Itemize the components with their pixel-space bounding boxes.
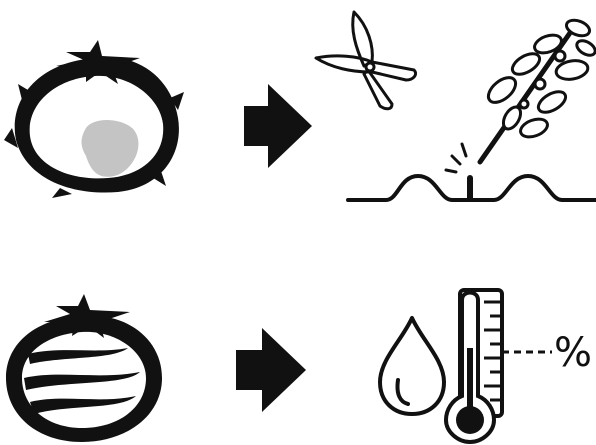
arrow-right-icon	[236, 328, 306, 412]
cut-plant-stem-icon	[480, 17, 596, 162]
soil-beds-icon	[348, 176, 596, 200]
tomato-with-gray-spot-icon	[4, 40, 184, 198]
humidity-percent-label: %	[554, 330, 592, 376]
thermometer-icon	[446, 290, 502, 442]
arrow-right-icon	[244, 84, 312, 168]
cut-marks	[446, 144, 466, 172]
water-drop-icon	[380, 318, 444, 414]
pruning-shears-icon	[316, 12, 416, 109]
tomato-with-stripes-icon	[6, 294, 162, 442]
